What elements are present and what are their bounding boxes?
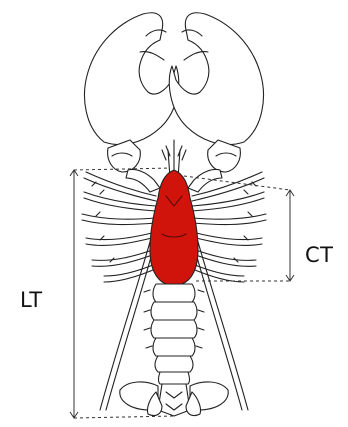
right-claw — [169, 13, 263, 172]
total-length-label: LT — [20, 288, 43, 312]
carapace-length-label: CT — [305, 243, 334, 267]
left-claw — [85, 13, 179, 172]
abdomen — [144, 284, 204, 384]
tail-fan — [120, 382, 228, 416]
ct-measure — [184, 176, 294, 281]
